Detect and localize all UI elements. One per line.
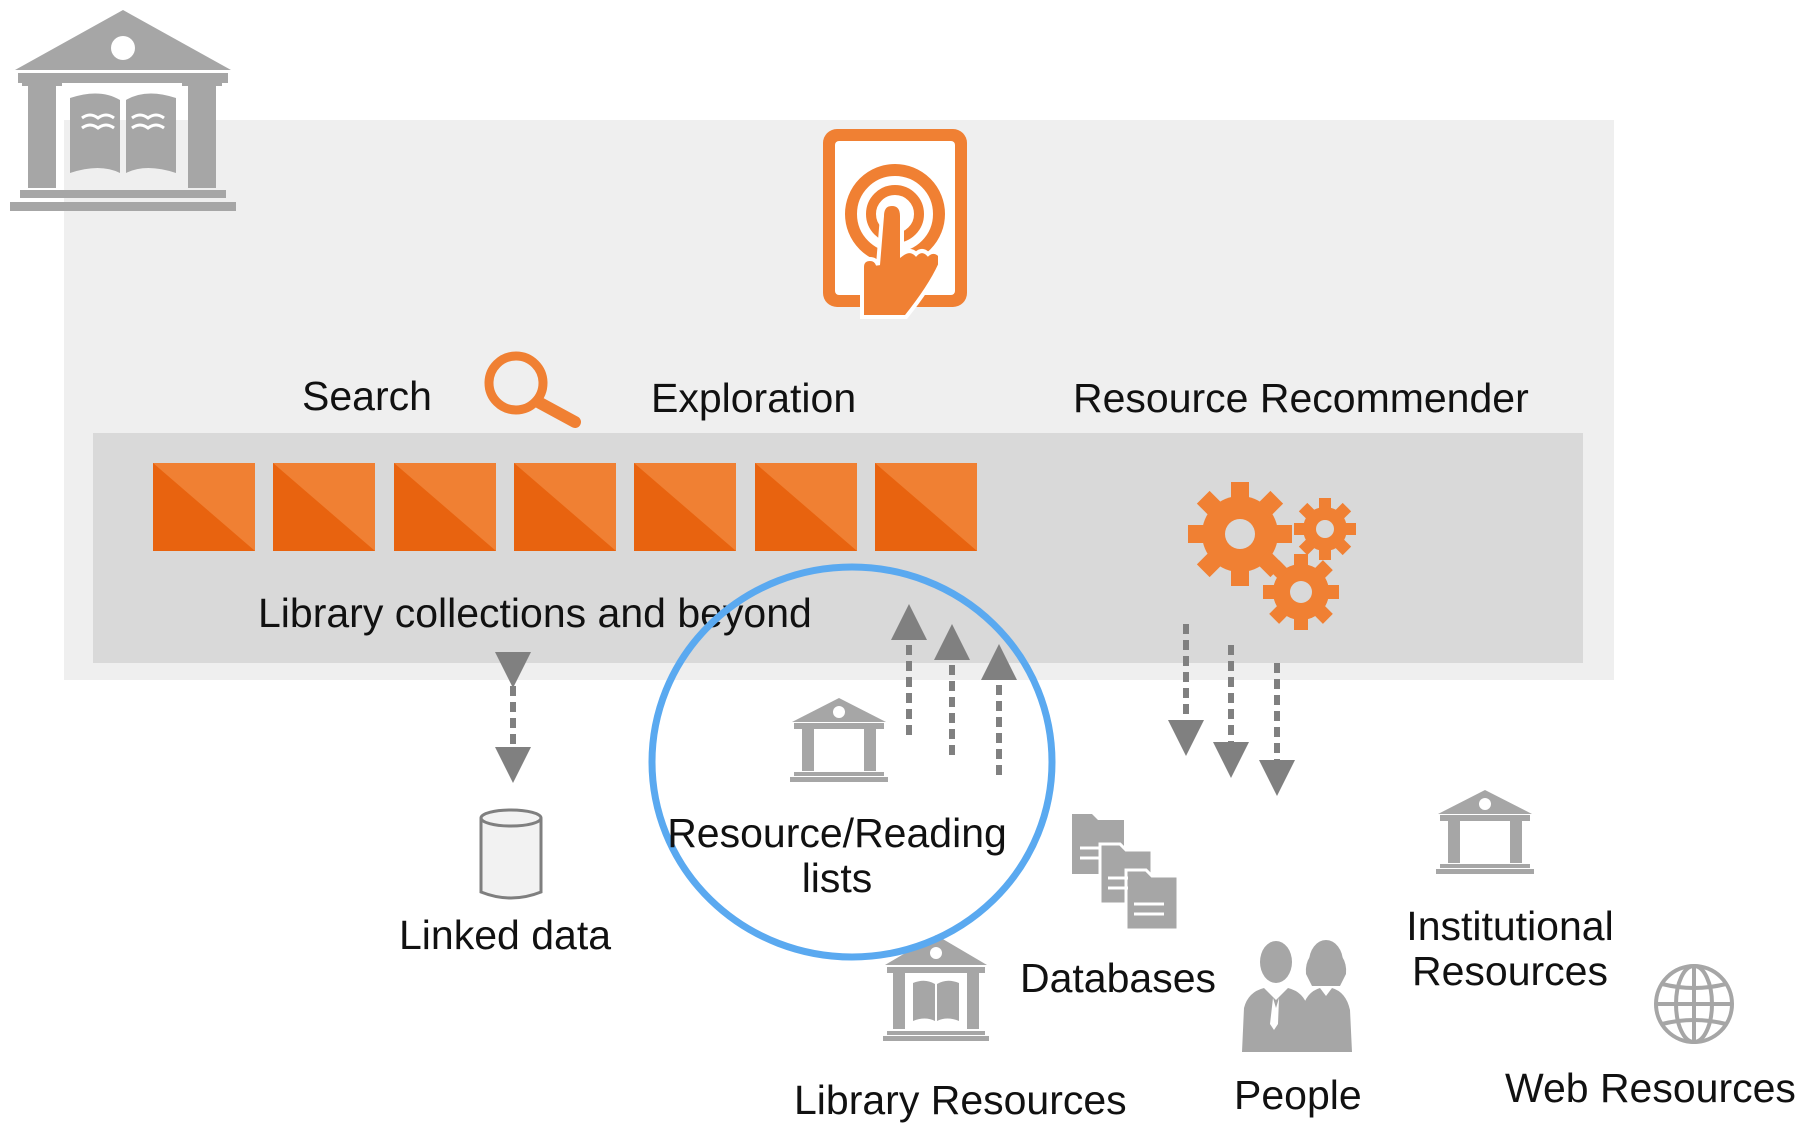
library-building-icon: [10, 10, 236, 211]
people-label: People: [1234, 1072, 1362, 1118]
institutional-line1: Institutional: [1406, 903, 1614, 949]
resource-tile: [394, 463, 496, 551]
resource-tile: [634, 463, 736, 551]
people-icon: [1242, 940, 1352, 1052]
databases-label: Databases: [1020, 955, 1217, 1001]
exploration-label: Exploration: [651, 375, 857, 421]
linked-data-label: Linked data: [399, 912, 612, 958]
reading-lists-line2: lists: [801, 855, 873, 902]
globe-icon: [1654, 964, 1734, 1044]
search-label: Search: [302, 373, 432, 419]
resource-tile: [273, 463, 375, 551]
gears-icon: [1188, 482, 1356, 630]
institutional-line2: Resources: [1412, 948, 1608, 995]
reading-lists-line1: Resource/Reading: [667, 810, 1007, 856]
web-resources-label: Web Resources: [1505, 1065, 1796, 1111]
resource-tile: [153, 463, 255, 551]
touch-tablet-icon: [823, 129, 967, 319]
institutional-label: Institutional Resources: [1370, 903, 1650, 995]
library-resources-label: Library Resources: [794, 1077, 1127, 1123]
databases-icon: [1072, 814, 1180, 932]
resource-tile: [514, 463, 616, 551]
reading-lists-label: Resource/Reading lists: [652, 810, 1022, 902]
institutional-building-icon: [1436, 790, 1534, 874]
resource-tile: [875, 463, 977, 551]
library-resources-icon: [883, 935, 989, 1041]
database-cylinder-icon: [479, 808, 543, 900]
highlight-circle: [648, 563, 1056, 961]
reading-list-building-icon: [790, 698, 888, 782]
resource-tile: [755, 463, 857, 551]
search-icon: [484, 351, 581, 428]
recommender-label: Resource Recommender: [1073, 375, 1529, 421]
